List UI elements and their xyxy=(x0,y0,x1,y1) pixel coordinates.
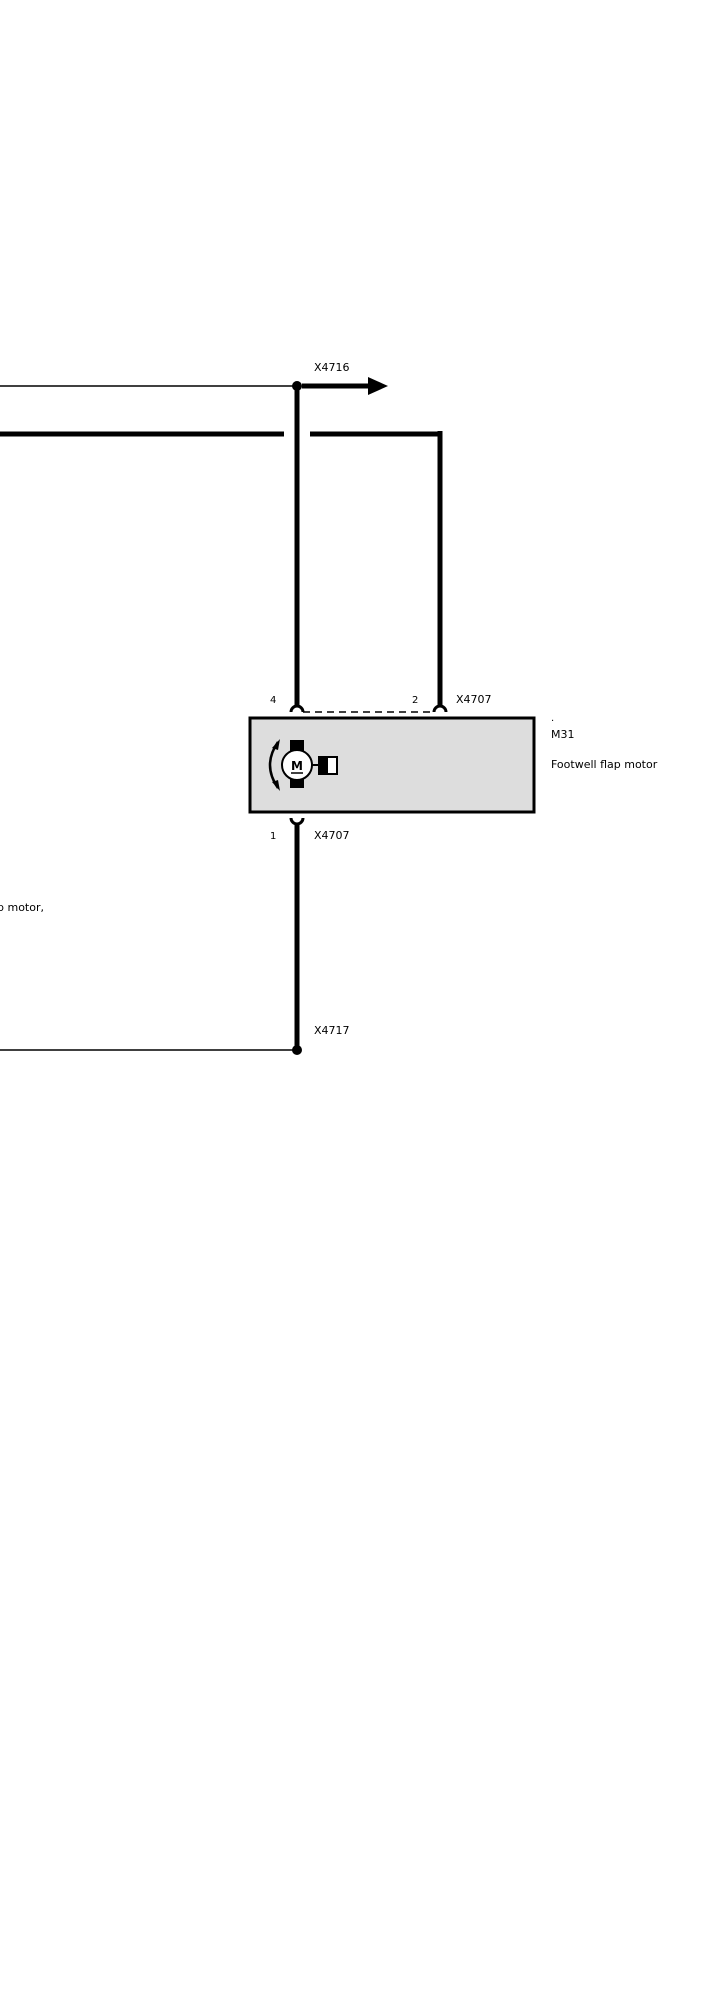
component-dot-label: . xyxy=(551,713,554,724)
component-code-label: M31 xyxy=(551,728,575,741)
pin-1-label: 1 xyxy=(270,831,276,842)
connector-x4717-label: X4717 xyxy=(314,1024,350,1037)
component-name-label: Footwell flap motor xyxy=(551,758,658,771)
pin-2-label: 2 xyxy=(412,695,418,706)
pin-4-label: 4 xyxy=(270,695,276,706)
connector-x4707-bottom-label: X4707 xyxy=(314,829,350,842)
motor-icon: M xyxy=(281,740,320,788)
connector-x4716-label: X4716 xyxy=(314,361,350,374)
motor-symbol-label: M xyxy=(291,759,303,773)
splice-dot-bottom xyxy=(292,1045,302,1055)
arrow-right-icon xyxy=(368,377,388,395)
bidirectional-rotation-icon xyxy=(268,739,280,791)
partial-left-label: p motor, xyxy=(0,901,44,914)
connector-pin4-socket xyxy=(289,704,305,713)
gear-icon xyxy=(318,756,338,775)
connector-x4707-top-label: X4707 xyxy=(456,693,492,706)
connector-pin1-socket xyxy=(289,817,305,826)
connector-pin2-socket xyxy=(432,704,448,713)
